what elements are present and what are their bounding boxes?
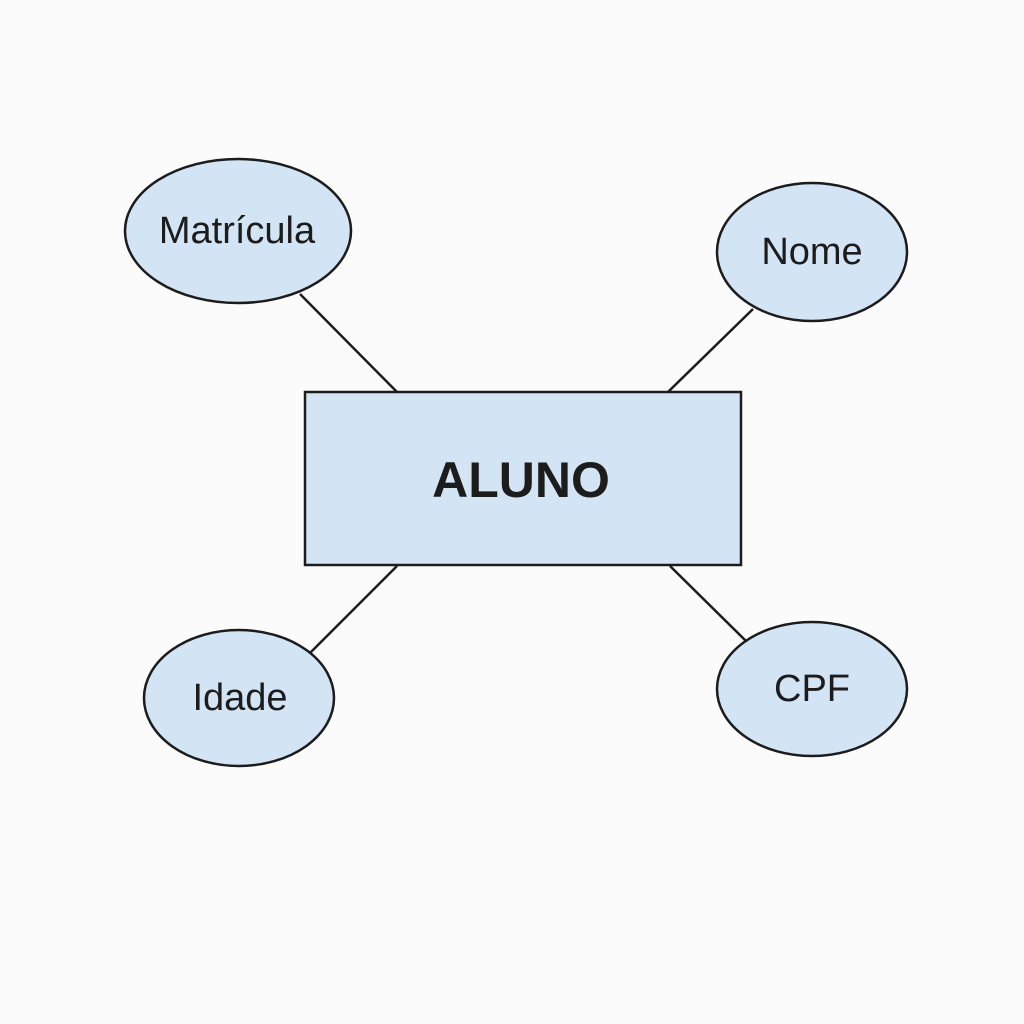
connector-matricula — [299, 293, 398, 393]
attribute-nome-label: Nome — [761, 231, 862, 273]
connector-idade — [308, 565, 398, 655]
attribute-idade-ellipse — [142, 628, 336, 768]
attribute-cpf[interactable]: CPF — [715, 620, 909, 758]
connector-cpf — [669, 565, 747, 642]
attribute-nome[interactable]: Nome — [715, 181, 909, 323]
attribute-matricula-ellipse — [123, 157, 353, 305]
entity-label: ALUNO — [432, 452, 610, 508]
attribute-cpf-ellipse — [715, 620, 909, 758]
attribute-nome-ellipse — [715, 181, 909, 323]
attribute-idade-label: Idade — [192, 677, 287, 719]
attribute-matricula-label: Matrícula — [159, 210, 316, 252]
entity-box — [303, 390, 743, 567]
attribute-idade[interactable]: Idade — [142, 628, 336, 768]
attribute-matricula[interactable]: Matrícula — [123, 157, 353, 305]
attribute-cpf-label: CPF — [774, 668, 850, 710]
entity-aluno[interactable]: ALUNO — [303, 390, 743, 567]
connector-nome — [667, 308, 754, 393]
